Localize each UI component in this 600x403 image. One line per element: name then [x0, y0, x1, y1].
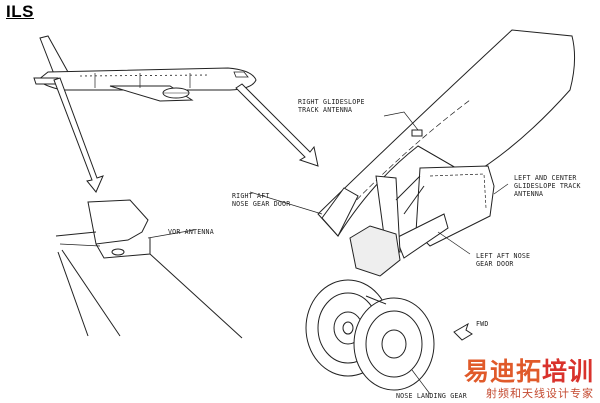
page-title: ILS — [6, 2, 34, 21]
leader-lines — [147, 111, 509, 395]
watermark: 易迪拓培训 射频和天线设计专家 — [464, 352, 594, 401]
nose-gear-illustration — [305, 29, 576, 391]
label-right-aft-nose-gear-door: RIGHT AFT NOSE GEAR DOOR — [232, 192, 291, 208]
watermark-part2: 培训 — [541, 357, 594, 386]
vor-tail-detail — [55, 199, 243, 339]
label-fwd: FWD — [476, 320, 489, 328]
label-nose-landing-gear: NOSE LANDING GEAR — [396, 392, 467, 400]
watermark-part1: 易迪拓 — [463, 357, 542, 386]
label-right-glideslope-track-antenna: RIGHT GLIDESLOPE TRACK ANTENNA — [298, 98, 365, 114]
label-vor-antenna: VOR ANTENNA — [168, 228, 214, 236]
watermark-subtitle: 射频和天线设计专家 — [486, 387, 594, 400]
airplane-illustration — [33, 35, 257, 102]
pointer-arrows — [53, 77, 319, 193]
label-left-center-glideslope-track-antenna: LEFT AND CENTER GLIDESLOPE TRACK ANTENNA — [514, 174, 581, 198]
label-left-aft-nose-gear-door: LEFT AFT NOSE GEAR DOOR — [476, 252, 531, 268]
